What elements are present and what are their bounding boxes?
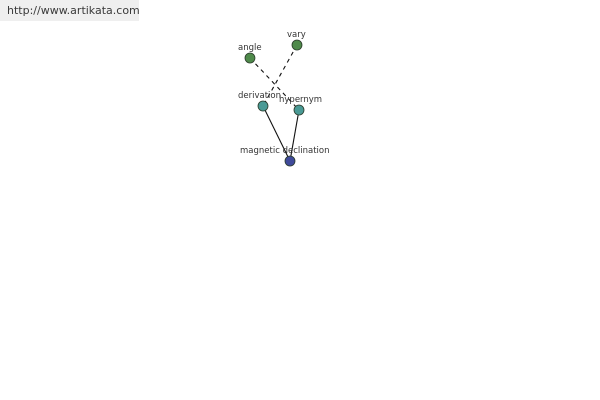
node-hypernym[interactable] [293, 104, 305, 116]
graph-nodes [244, 39, 305, 167]
node-label-derivation[interactable]: derivation [238, 91, 281, 101]
node-magnetic-declination[interactable] [284, 155, 296, 167]
edge-angle-hypernym [249, 57, 300, 111]
node-label-magnetic-declination[interactable]: magnetic declination [240, 146, 329, 156]
node-label-hypernym[interactable]: hypernym [279, 95, 322, 105]
edge-derivation-magnetic_declination [262, 105, 291, 162]
graph-edges [249, 44, 300, 162]
node-vary[interactable] [291, 39, 303, 51]
node-derivation[interactable] [257, 100, 269, 112]
node-label-angle[interactable]: angle [238, 43, 262, 53]
edge-vary-derivation [262, 44, 298, 107]
node-label-vary[interactable]: vary [287, 30, 306, 40]
url-banner: http://www.artikata.com [0, 0, 140, 21]
url-link[interactable]: http://www.artikata.com [7, 4, 140, 17]
edge-hypernym-magnetic_declination [289, 109, 300, 162]
node-angle[interactable] [244, 52, 256, 64]
